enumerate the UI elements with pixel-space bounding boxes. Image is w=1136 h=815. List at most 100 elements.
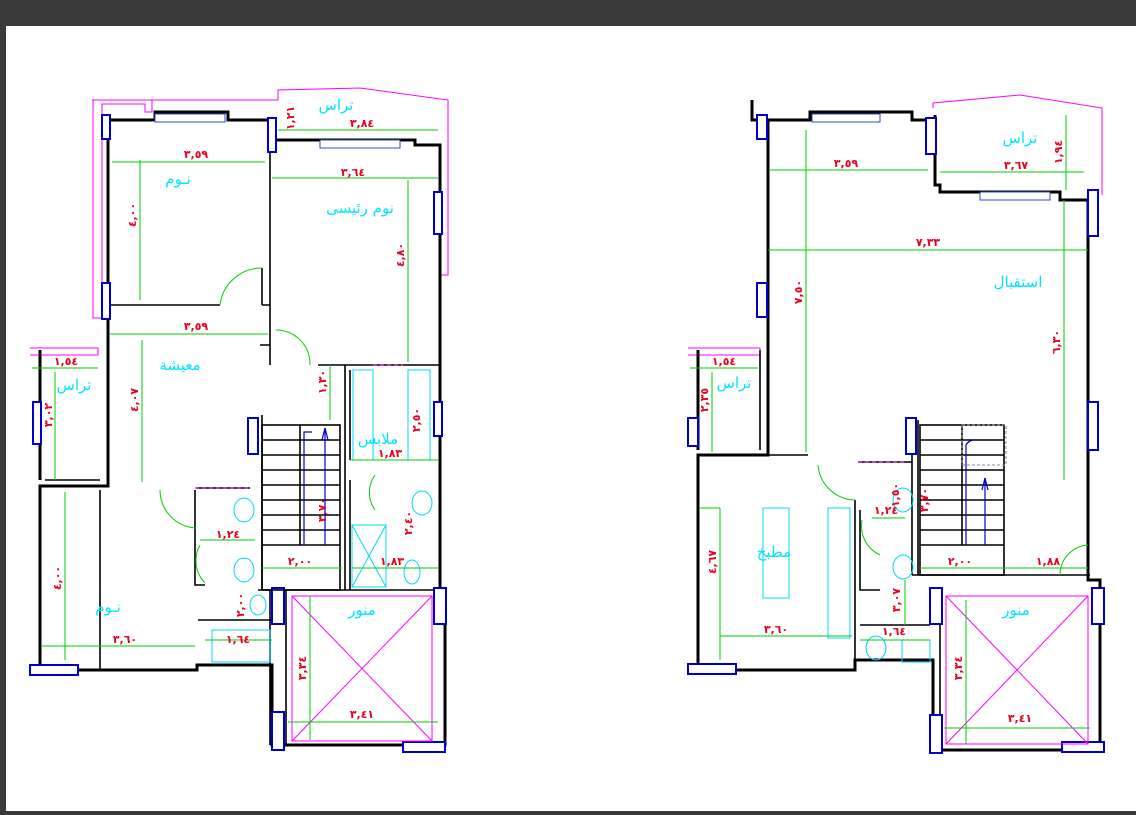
column [929,714,943,754]
dimension-label: ٣,٧٠ [918,488,931,512]
door-swing [817,464,856,501]
room-label: تراس [57,376,92,394]
sink [233,497,255,523]
left-floor-plan: تراس نـوم نوم رئيسى معيشة تراس ملابس نـو… [29,87,449,753]
dimension-label: ٣,٦٧ [1004,159,1029,172]
dimension-label: ٢,٤٠ [402,511,415,535]
column [687,417,699,447]
dimension-label: ٣,٤١ [1008,712,1032,725]
dimension-label: ٢,٣٥ [698,388,711,413]
column [756,114,768,140]
dimension-label: ٣,٠٢ [42,403,55,428]
door-swing [368,474,376,511]
dimension-label: ٧,٥٠ [792,280,805,304]
dimension-label: ٦,٣٠ [1050,330,1063,354]
room-label: ملابس [358,430,398,448]
staircase [261,424,341,591]
column [267,117,277,153]
room-label: معيشة [159,356,200,374]
room-label: تراس [319,96,354,114]
dimension-label: ٤,٦٧ [706,550,719,575]
lightwell [945,595,1089,745]
dimension-label: ٣,٥٩ [184,148,209,161]
column [1061,741,1105,753]
dimension-label: ١,٢٤ [216,528,240,541]
dimension-label: ٣,٣٤ [296,656,309,680]
column [433,587,447,625]
column [1091,587,1105,625]
room-label: نـوم [165,170,191,188]
shower [351,524,387,588]
dimension-label: ٤,٠٧ [128,388,141,413]
dimension-label: ٣,٦٠ [113,633,137,646]
room-label: نوم رئيسى [326,199,394,217]
column [433,191,443,235]
dimension-label: ٣,٤١ [350,708,374,721]
dimension-label: ١,٥٤ [712,355,736,368]
dimension-label: ٢,٥٠ [410,408,423,432]
column [1087,189,1099,237]
room-label: تراس [1003,129,1038,147]
dimension-label: ٣,٥٩ [834,157,859,170]
dimension-label: ١,٨٣ [378,447,403,460]
column [101,282,111,320]
door-swing [275,329,311,366]
column [32,401,42,445]
terrace-outline [932,94,1103,195]
column [905,417,917,455]
door-swing [159,489,197,529]
dimension-label: ٣,٧٠ [316,498,329,522]
sink [892,554,914,580]
terrace-outline [92,99,153,319]
dimension-label: ٢,٠٠ [234,593,247,617]
dimension-label: ١,٥٤ [54,355,78,368]
toilet [865,635,887,661]
room-label: منور [347,601,376,619]
dimension-label: ٤,٠٠ [51,566,64,590]
column [271,587,285,625]
window [979,191,1051,201]
toilet [249,594,267,616]
column [925,117,937,155]
interior-wall [45,479,101,670]
column [402,741,446,753]
dimension-label: ٢,٠٠ [948,555,972,568]
column [271,711,285,751]
dimension-label: ١,٨٣ [380,555,405,568]
paper [6,26,1136,811]
window [154,113,226,123]
sink [411,490,433,516]
kitchen-island [762,507,790,599]
staircase [919,424,1007,576]
dimension-label: ٣,٦٤ [341,166,365,179]
dimension-lines [690,115,1090,744]
kitchen-counter [827,507,851,639]
column [101,114,111,140]
right-floor-plan: تراس استقبال تراس مطبخ منور ٣,٥٩ ١,٩٤ ٣,… [687,94,1105,754]
column [433,401,443,437]
window [811,113,881,123]
lightwell [291,595,433,742]
dimension-label: ١,٩٤ [1052,140,1065,164]
dimension-label: ٧,٣٣ [916,236,941,249]
sink [233,557,255,583]
door-swing [195,544,206,584]
door-swing [860,519,881,556]
column [29,664,79,676]
room-label: منور [1001,601,1030,619]
column [756,282,768,318]
door-swing [219,267,263,306]
dimension-lines [32,129,438,740]
terrace-outline [92,87,449,276]
dimension-label: ١,٦٤ [882,625,906,638]
dimension-label: ١,٥٠ [889,483,902,507]
dimension-label: ٣,٣٤ [952,656,965,680]
toilet [403,559,421,585]
dimension-label: ١,٣٠ [316,370,329,394]
dimension-label: ٣,٦٠ [764,623,788,636]
bathtub [211,629,271,663]
dimension-label: ١,٨٨ [1036,555,1061,568]
dimension-label: ١,٢١ [284,106,297,130]
